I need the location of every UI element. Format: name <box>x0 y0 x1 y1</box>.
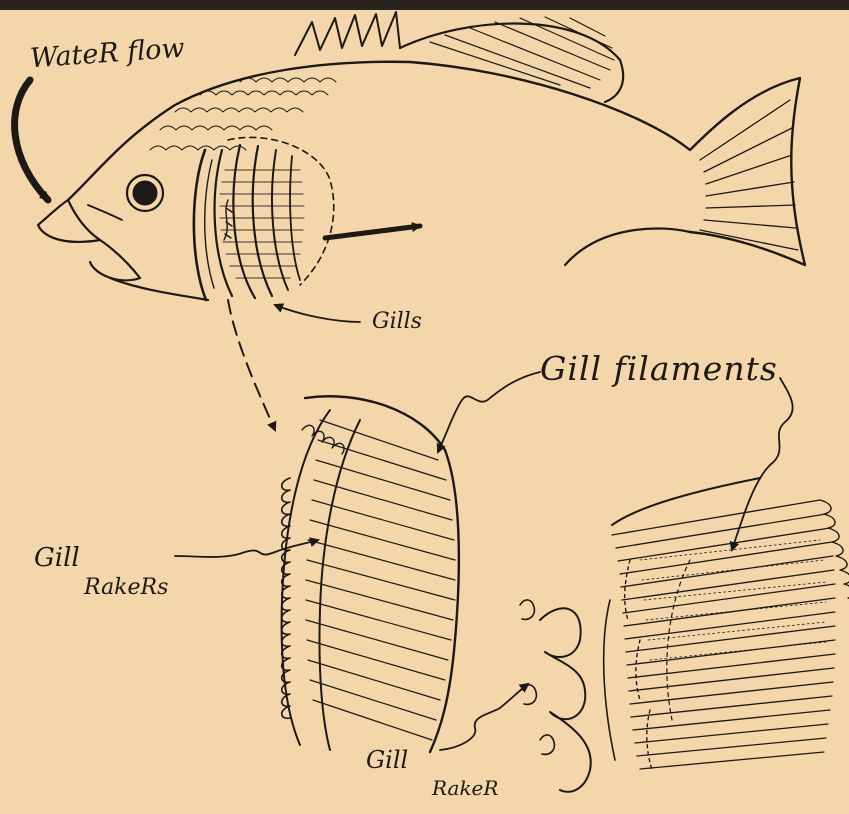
label-gills: Gills <box>372 311 422 333</box>
gills-pointer-line <box>275 305 360 322</box>
tail-fin-rays <box>700 100 798 250</box>
spiny-dorsal-fin <box>295 12 400 55</box>
label-gill-raker-line2: RakeR <box>432 778 498 798</box>
label-gill-rakers-line1: Gill <box>34 545 80 571</box>
gill-raker-closeup <box>520 560 652 792</box>
label-gill-raker-line1: Gill <box>366 748 408 772</box>
filaments-pointer-line <box>438 372 540 452</box>
water-flow-arrow <box>15 80 48 200</box>
dashed-zoom-arrow <box>228 300 275 430</box>
label-gill-rakers-line2: RakeRs <box>84 577 168 599</box>
gill-cover-outline <box>228 137 334 285</box>
enlarged-gill-arch <box>282 396 459 752</box>
soft-dorsal-fin <box>400 24 623 102</box>
fish-scales <box>150 78 336 150</box>
gill-raker-pointer-line <box>440 684 528 750</box>
outflow-arrow <box>325 226 420 238</box>
gill-rakers-pointer-line <box>175 540 318 557</box>
gill-arches-in-fish <box>194 145 304 300</box>
label-gill-filaments: Gill filaments <box>540 352 778 385</box>
